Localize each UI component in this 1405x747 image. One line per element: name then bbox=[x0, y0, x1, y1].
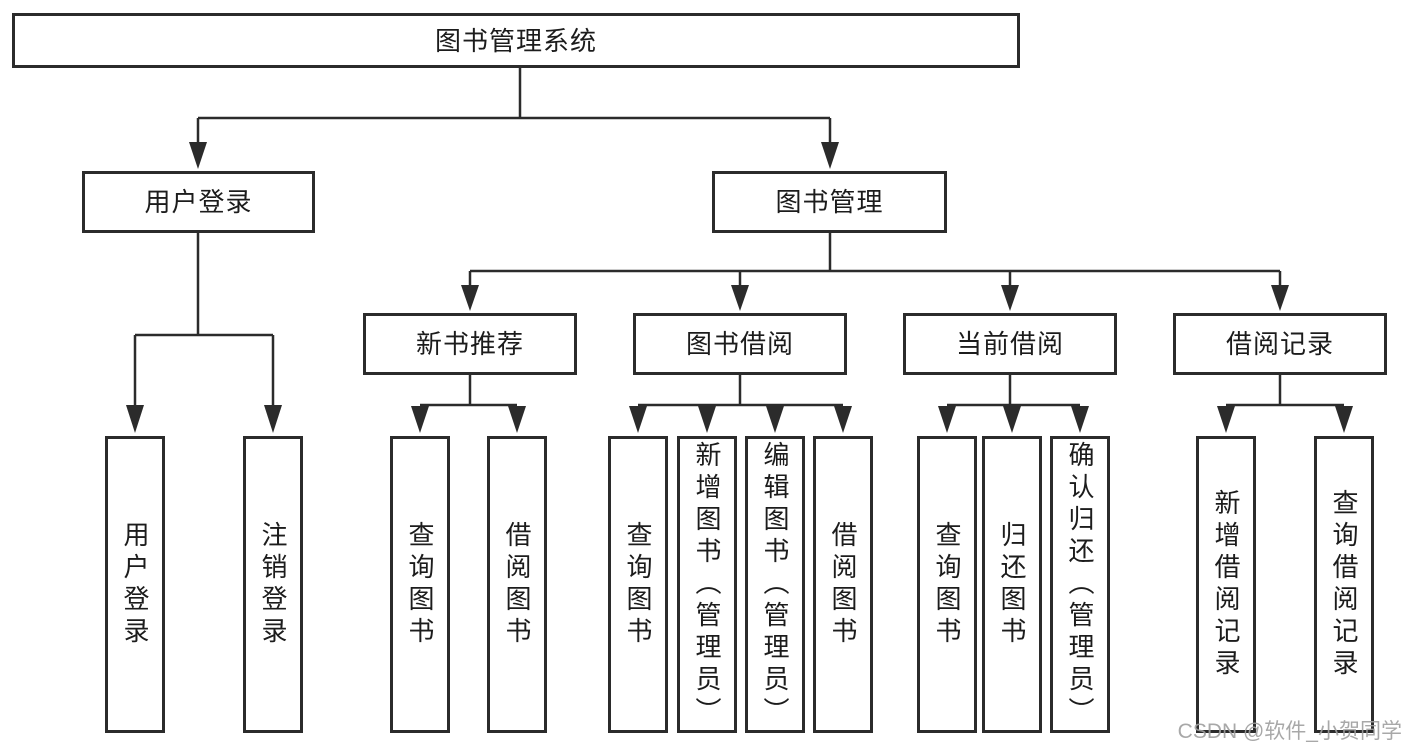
leaf-confirm-return-admin: 确认归还（管理员） bbox=[1050, 436, 1110, 733]
leaf-label: 新增图书（管理员） bbox=[692, 440, 722, 729]
leaf-add-borrow-record: 新增借阅记录 bbox=[1196, 436, 1256, 733]
leaf-query-borrow-record: 查询借阅记录 bbox=[1314, 436, 1374, 733]
leaf-borrow-books: 借阅图书 bbox=[487, 436, 547, 733]
leaf-label: 归还图书 bbox=[997, 520, 1027, 649]
node-label: 当前借阅 bbox=[955, 329, 1064, 359]
leaf-label: 查询图书 bbox=[623, 520, 653, 649]
leaf-label: 用户登录 bbox=[120, 520, 150, 649]
leaf-return-books: 归还图书 bbox=[982, 436, 1042, 733]
leaf-logout: 注销登录 bbox=[243, 436, 303, 733]
leaf-user-login: 用户登录 bbox=[105, 436, 165, 733]
leaf-add-book-admin: 新增图书（管理员） bbox=[677, 436, 737, 733]
leaf-label: 查询借阅记录 bbox=[1329, 488, 1359, 681]
node-book-borrow: 图书借阅 bbox=[633, 313, 847, 375]
node-current-borrow: 当前借阅 bbox=[903, 313, 1117, 375]
leaf-label: 查询图书 bbox=[405, 520, 435, 649]
node-root-system: 图书管理系统 bbox=[12, 13, 1020, 68]
leaf-label: 查询图书 bbox=[932, 520, 962, 649]
node-new-book-recommend: 新书推荐 bbox=[363, 313, 577, 375]
node-label: 图书借阅 bbox=[685, 329, 794, 359]
leaf-borrow-books: 借阅图书 bbox=[813, 436, 873, 733]
leaf-label: 新增借阅记录 bbox=[1211, 488, 1241, 681]
leaf-edit-book-admin: 编辑图书（管理员） bbox=[745, 436, 805, 733]
leaf-query-books: 查询图书 bbox=[608, 436, 668, 733]
node-label: 图书管理 bbox=[775, 187, 884, 217]
node-label: 新书推荐 bbox=[415, 329, 524, 359]
leaf-label: 编辑图书（管理员） bbox=[760, 440, 790, 729]
node-label: 借阅记录 bbox=[1225, 329, 1334, 359]
node-book-management: 图书管理 bbox=[712, 171, 947, 233]
leaf-label: 借阅图书 bbox=[502, 520, 532, 649]
node-label: 用户登录 bbox=[144, 187, 253, 217]
leaf-label: 确认归还（管理员） bbox=[1065, 440, 1095, 729]
node-user-login: 用户登录 bbox=[82, 171, 315, 233]
leaf-query-books: 查询图书 bbox=[917, 436, 977, 733]
leaf-label: 注销登录 bbox=[258, 520, 288, 649]
leaf-query-books: 查询图书 bbox=[390, 436, 450, 733]
node-borrow-record: 借阅记录 bbox=[1173, 313, 1387, 375]
leaf-label: 借阅图书 bbox=[828, 520, 858, 649]
node-label: 图书管理系统 bbox=[434, 25, 597, 56]
watermark: CSDN @软件_小贺同学 bbox=[1177, 720, 1402, 743]
